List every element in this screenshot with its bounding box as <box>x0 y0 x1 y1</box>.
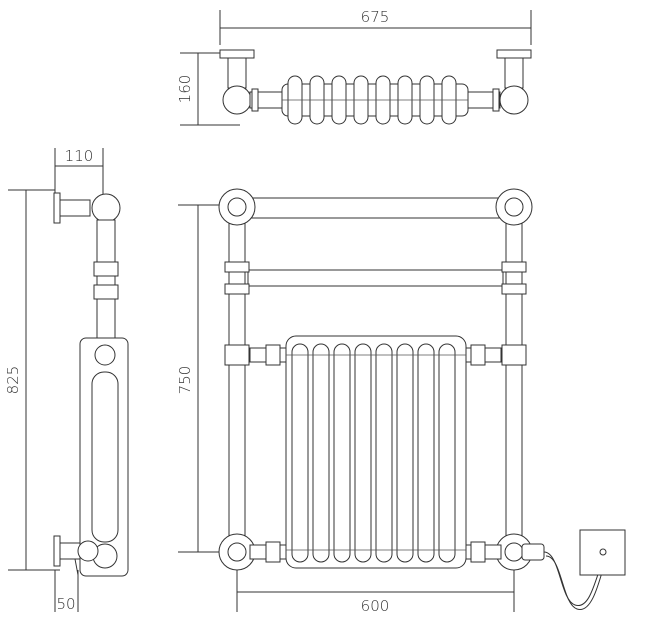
radiator-columns <box>285 335 467 569</box>
dim-front-width-label: 600 <box>361 597 390 615</box>
top-view-columns <box>281 75 469 125</box>
dim-top-width: 675 <box>219 8 532 45</box>
dim-side-depth: 110 <box>54 147 104 195</box>
front-view: 750 600 <box>176 188 626 615</box>
dim-side-depth-label: 110 <box>65 147 94 165</box>
dim-front-height: 750 <box>176 204 228 553</box>
wall-socket <box>579 529 626 576</box>
dim-front-width: 600 <box>236 565 515 615</box>
dim-side-height: 825 <box>4 189 60 571</box>
side-view: 110 825 50 <box>4 147 129 613</box>
dim-side-wall-offset-label: 50 <box>56 595 75 613</box>
top-view: 675 160 <box>176 8 532 126</box>
dim-top-depth-label: 160 <box>176 75 194 104</box>
electric-element <box>521 543 606 610</box>
dim-side-height-label: 825 <box>4 366 22 395</box>
dim-top-width-label: 675 <box>361 8 390 26</box>
dim-side-wall-offset: 50 <box>54 570 79 613</box>
dim-top-depth: 160 <box>176 52 240 126</box>
dim-front-height-label: 750 <box>176 366 194 395</box>
